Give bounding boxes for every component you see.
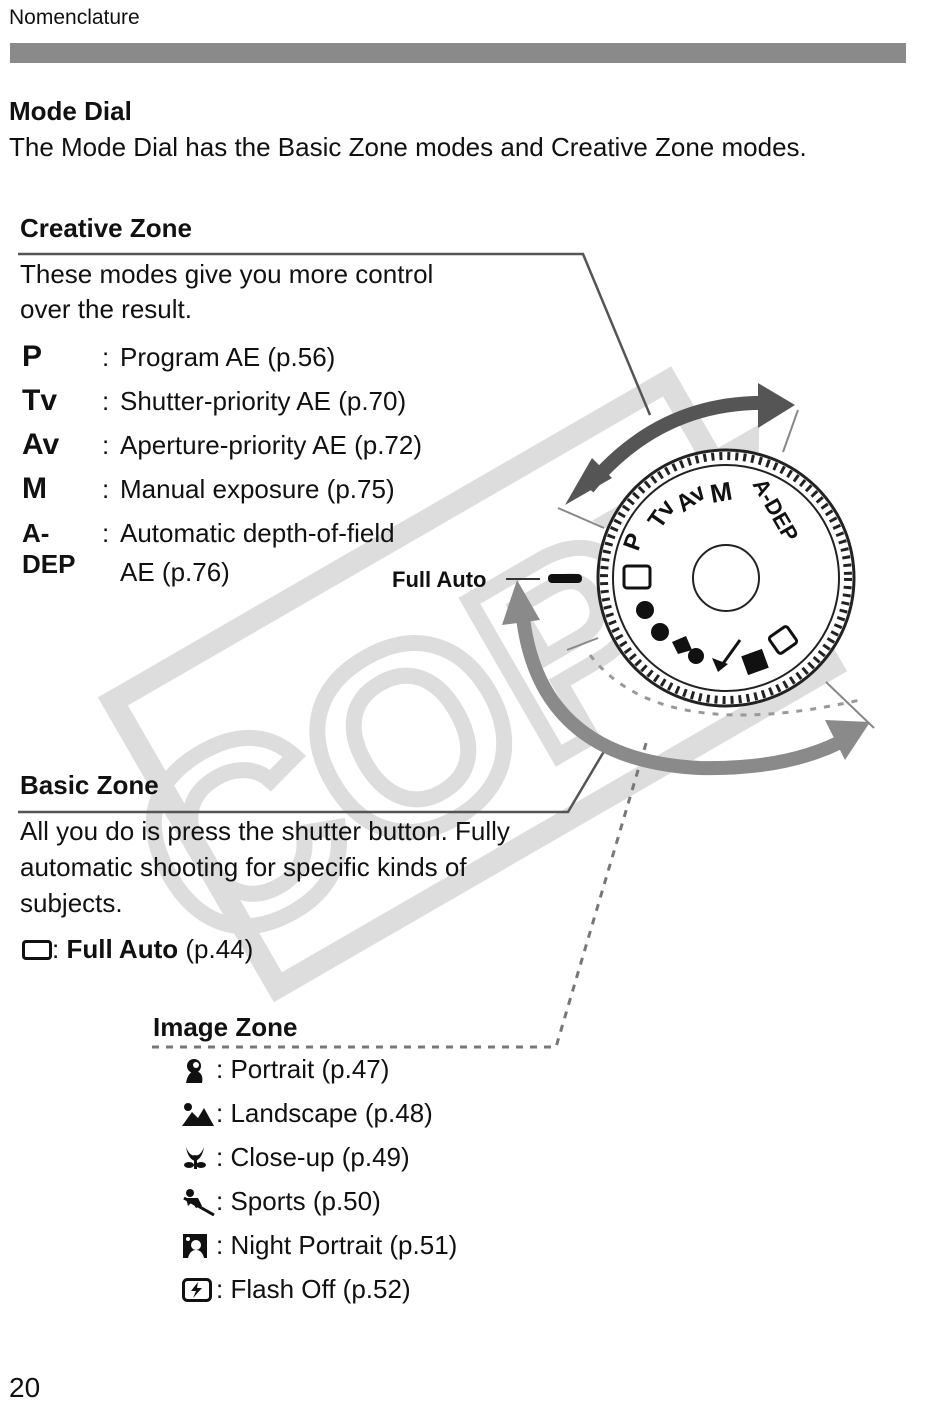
mode-text: Manual exposure (p.75) (120, 474, 395, 504)
creative-zone-heading: Creative Zone (20, 213, 192, 243)
image-zone-text: Close-up (p.49) (230, 1142, 410, 1172)
mode-symbol: P (22, 340, 43, 373)
image-zone-item: : Night Portrait (p.51) (182, 1230, 457, 1261)
creative-zone-leader (18, 252, 652, 416)
basic-zone-heading: Basic Zone (20, 770, 159, 800)
image-zone-text: Portrait (p.47) (230, 1054, 390, 1084)
image-zone-item: : Landscape (p.48) (182, 1098, 433, 1129)
full-auto-icon (22, 939, 52, 960)
mode-row-av: Av : Aperture-priority AE (p.72) (22, 428, 423, 461)
close-up-icon (182, 1145, 216, 1171)
portrait-icon (182, 1057, 216, 1083)
creative-zone-desc-2: over the result. (20, 294, 192, 324)
mode-text: Program AE (p.56) (120, 342, 336, 372)
mode-text: Automatic depth-of-field (120, 518, 395, 548)
full-auto-callout: Full Auto (392, 567, 487, 592)
image-zone-text: Landscape (p.48) (230, 1098, 433, 1128)
creative-zone-arrow (557, 383, 799, 529)
image-zone-heading: Image Zone (153, 1012, 298, 1042)
mode-symbol: Tv (22, 384, 58, 417)
dial-label-m: M (708, 476, 735, 509)
night-portrait-icon (182, 1233, 216, 1259)
page-title: Mode Dial (9, 96, 132, 126)
basic-zone-arrow (502, 580, 875, 776)
image-zone-leader (152, 739, 649, 1049)
creative-zone-desc-1: These modes give you more control (20, 259, 434, 289)
mode-text: Aperture-priority AE (p.72) (120, 430, 423, 460)
mode-row-m: M : Manual exposure (p.75) (22, 472, 395, 505)
image-zone-text: Night Portrait (p.51) (230, 1230, 458, 1260)
image-zone-item: : Sports (p.50) (182, 1186, 381, 1217)
header-bar (10, 43, 906, 63)
mode-dial[interactable]: P Tv Av M A-DEP (548, 448, 856, 708)
mode-symbol: M (22, 472, 47, 505)
basic-zone-desc-2: automatic shooting for specific kinds of (20, 852, 467, 882)
sports-icon (182, 1188, 216, 1216)
flash-off-icon (182, 1277, 216, 1303)
image-zone-item: : Close-up (p.49) (182, 1142, 410, 1173)
dial-image-zone-icons (636, 601, 799, 676)
page-number: 20 (9, 1372, 41, 1403)
dial-index-mark (548, 574, 582, 583)
mode-text: Shutter-priority AE (p.70) (120, 386, 407, 416)
full-auto-row: : Full Auto (p.44) (22, 934, 253, 965)
intro-text: The Mode Dial has the Basic Zone modes a… (9, 132, 807, 162)
mode-symbol: Av (22, 428, 60, 461)
basic-zone-desc-3: subjects. (20, 888, 123, 918)
mode-row-adep: A-DEP : Automatic depth-of-field (22, 518, 395, 579)
mode-text-adep-2: AE (p.76) (120, 557, 230, 587)
basic-zone-leader (18, 747, 608, 814)
full-auto-page: (p.44) (185, 934, 254, 964)
landscape-icon (182, 1101, 216, 1127)
image-zone-text: Sports (p.50) (230, 1186, 381, 1216)
image-zone-text: Flash Off (p.52) (230, 1274, 411, 1304)
mode-row-tv: Tv : Shutter-priority AE (p.70) (22, 384, 407, 417)
basic-zone-desc-1: All you do is press the shutter button. … (20, 816, 510, 846)
image-zone-item: : Portrait (p.47) (182, 1054, 389, 1085)
mode-row-p: P : Program AE (p.56) (22, 340, 336, 373)
mode-symbol: A-DEP (22, 518, 76, 579)
section-header: Nomenclature (9, 6, 140, 29)
image-zone-item: : Flash Off (p.52) (182, 1274, 411, 1305)
dial-full-auto-icon (622, 564, 652, 590)
full-auto-label: Full Auto (66, 934, 179, 964)
